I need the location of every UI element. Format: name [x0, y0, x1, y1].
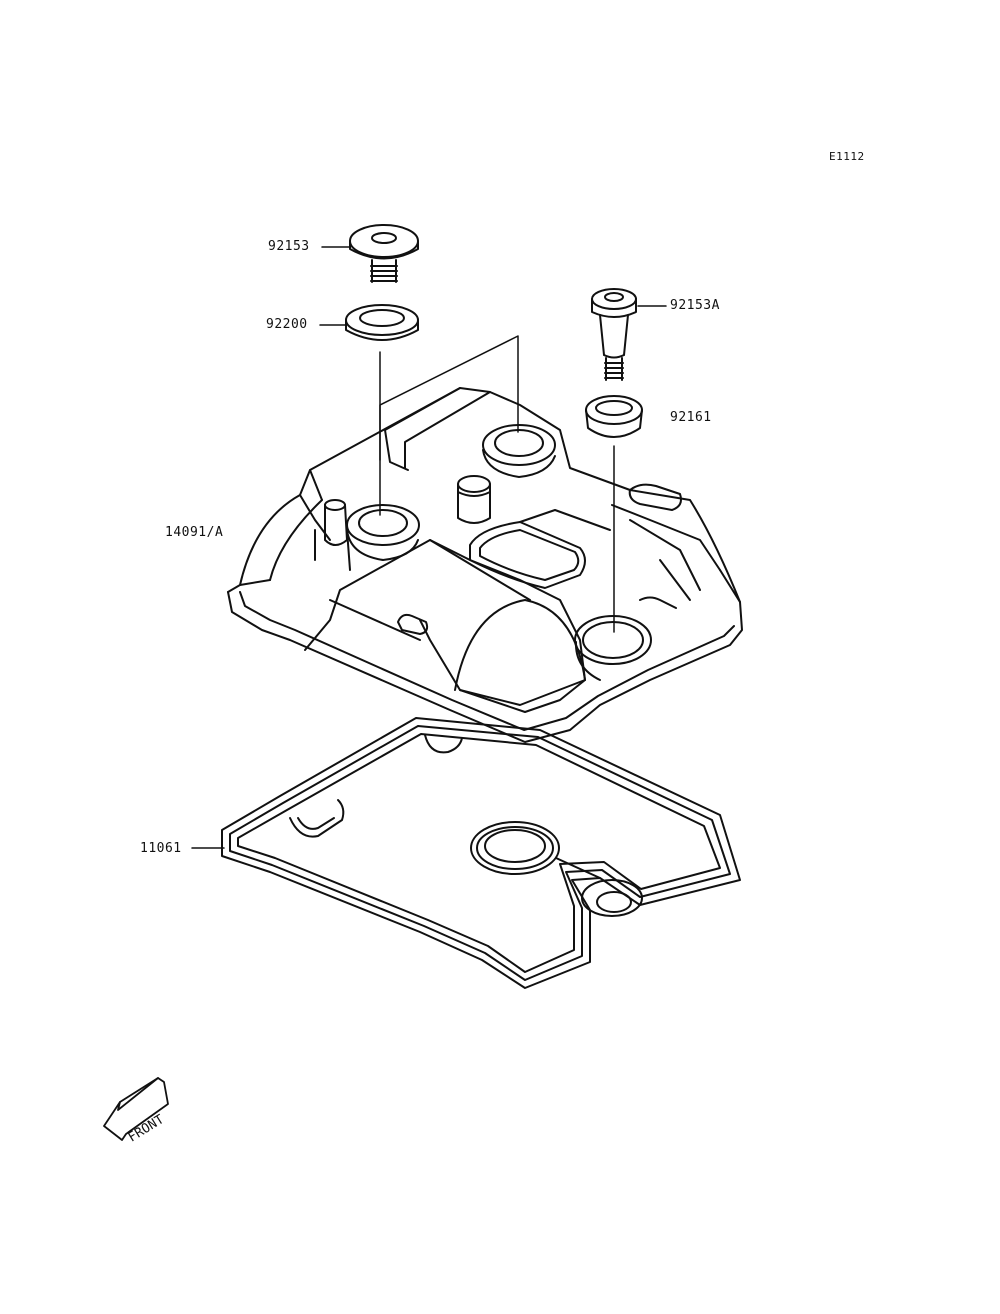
part-label-92153: 92153 — [268, 239, 310, 254]
bolt-92153a — [591, 288, 637, 381]
front-arrow-icon: FRONT — [103, 1077, 169, 1146]
front-arrow-label: FRONT — [126, 1112, 167, 1146]
head-cover-gasket — [221, 717, 741, 989]
bolt-92153 — [349, 224, 419, 283]
part-label-92153a: 92153A — [670, 298, 720, 313]
diagram-code: E1112 — [829, 150, 865, 163]
part-label-14091a: 14091/A — [165, 525, 224, 540]
part-label-92200: 92200 — [266, 317, 308, 332]
cylinder-head-cover — [227, 387, 743, 743]
part-label-92161: 92161 — [670, 410, 712, 425]
grommet-92161 — [585, 395, 643, 438]
part-label-11061: 11061 — [140, 841, 182, 856]
washer-92200 — [345, 304, 419, 341]
leader-lines — [191, 246, 667, 849]
